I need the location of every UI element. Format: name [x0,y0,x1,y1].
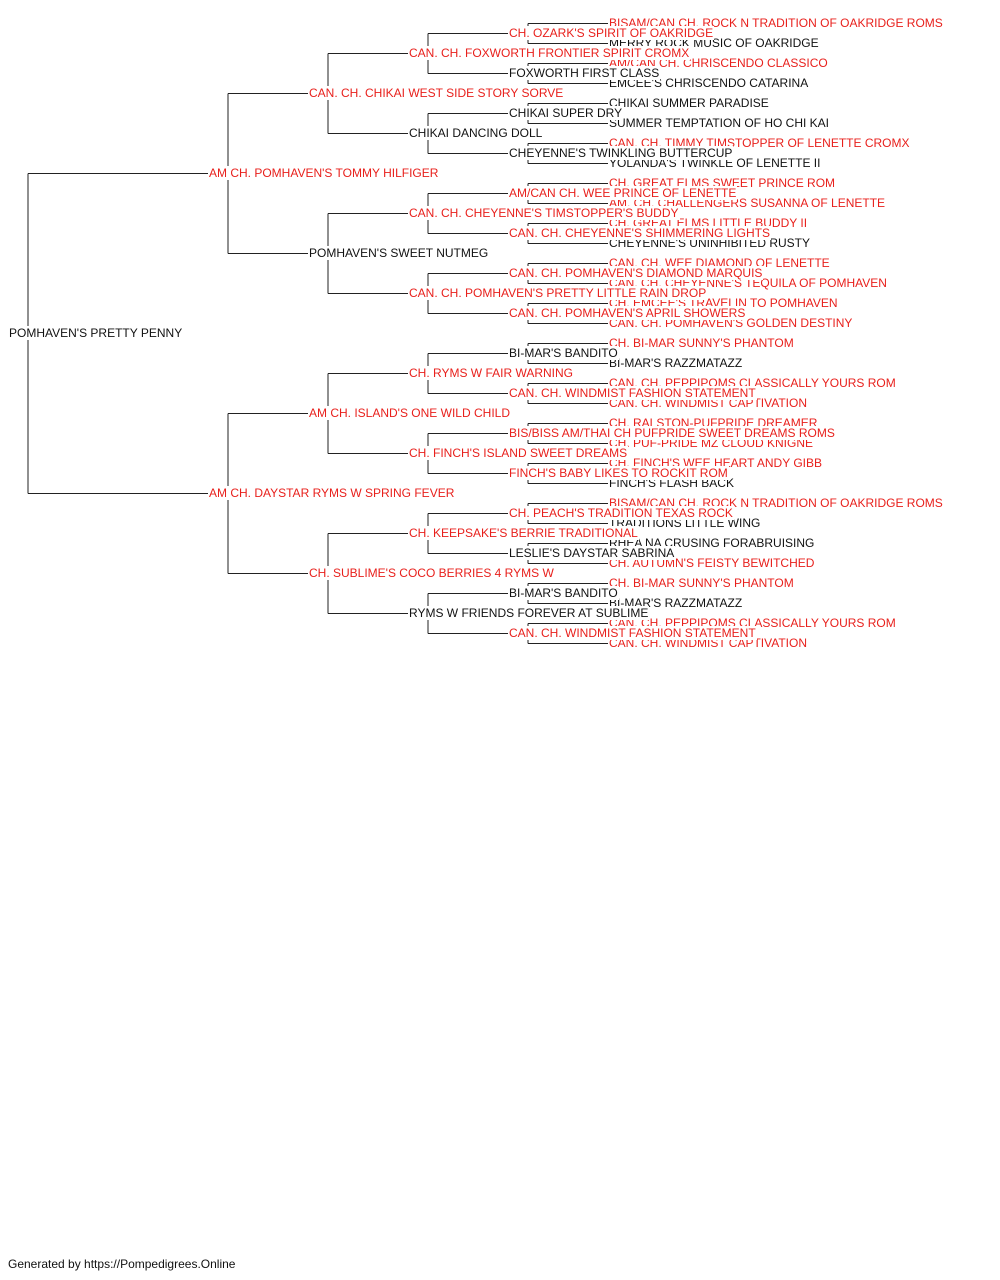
ancestor-gen-4: BI-MAR'S BANDITO [508,346,619,360]
ancestor-gen-1: AM CH. POMHAVEN'S TOMMY HILFIGER [208,166,440,180]
subject-dog-name: POMHAVEN'S PRETTY PENNY [8,326,184,340]
ancestor-gen-3: CH. KEEPSAKE'S BERRIE TRADITIONAL [408,526,639,540]
ancestor-gen-2: CH. SUBLIME'S COCO BERRIES 4 RYMS W [308,566,555,580]
ancestor-gen-1: AM CH. DAYSTAR RYMS W SPRING FEVER [208,486,456,500]
ancestor-gen-3: CAN. CH. CHEYENNE'S TIMSTOPPER'S BUDDY [408,206,680,220]
ancestor-gen-4: CAN. CH. WINDMIST FASHION STATEMENT [508,626,757,640]
ancestor-gen-3: CHIKAI DANCING DOLL [408,126,544,140]
ancestor-gen-4: CAN. CH. POMHAVEN'S DIAMOND MARQUIS [508,266,764,280]
ancestor-gen-3: CH. RYMS W FAIR WARNING [408,366,575,380]
ancestor-gen-3: CAN. CH. FOXWORTH FRONTIER SPIRIT CROMX [408,46,691,60]
ancestor-gen-4: FOXWORTH FIRST CLASS [508,66,661,80]
ancestor-gen-4: BIS/BISS AM/THAI CH PUFPRIDE SWEET DREAM… [508,426,836,440]
ancestor-gen-2: AM CH. ISLAND'S ONE WILD CHILD [308,406,511,420]
ancestor-gen-5: CHIKAI SUMMER PARADISE [608,96,770,110]
ancestor-gen-4: CH. PEACH'S TRADITION TEXAS ROCK [508,506,734,520]
ancestor-gen-5: CH. BI-MAR SUNNY'S PHANTOM [608,336,795,350]
ancestor-gen-4: CAN. CH. CHEYENNE'S SHIMMERING LIGHTS [508,226,771,240]
ancestor-gen-5: SUMMER TEMPTATION OF HO CHI KAI [608,116,831,130]
ancestor-gen-4: LESLIE'S DAYSTAR SABRINA [508,546,676,560]
ancestor-gen-5: BI-MAR'S RAZZMATAZZ [608,356,744,370]
ancestor-gen-4: AM/CAN CH. WEE PRINCE OF LENETTE [508,186,738,200]
ancestor-gen-4: CHEYENNE'S TWINKLING BUTTERCUP [508,146,734,160]
ancestor-gen-4: CH. OZARK'S SPIRIT OF OAKRIDGE [508,26,715,40]
ancestor-gen-2: CAN. CH. CHIKAI WEST SIDE STORY SORVE [308,86,565,100]
ancestor-gen-2: POMHAVEN'S SWEET NUTMEG [308,246,490,260]
ancestor-gen-3: RYMS W FRIENDS FOREVER AT SUBLIME [408,606,650,620]
ancestor-gen-3: CH. FINCH'S ISLAND SWEET DREAMS [408,446,629,460]
ancestor-gen-4: CAN. CH. WINDMIST FASHION STATEMENT [508,386,757,400]
ancestor-gen-5: CH. BI-MAR SUNNY'S PHANTOM [608,576,795,590]
ancestor-gen-4: BI-MAR'S BANDITO [508,586,619,600]
ancestor-gen-3: CAN. CH. POMHAVEN'S PRETTY LITTLE RAIN D… [408,286,708,300]
ancestor-gen-4: CAN. CH. POMHAVEN'S APRIL SHOWERS [508,306,747,320]
ancestor-gen-4: CHIKAI SUPER DRY [508,106,624,120]
generated-by-footer: Generated by https://Pompedigrees.Online [8,1257,236,1271]
ancestor-gen-4: FINCH'S BABY LIKES TO ROCKIT ROM [508,466,729,480]
